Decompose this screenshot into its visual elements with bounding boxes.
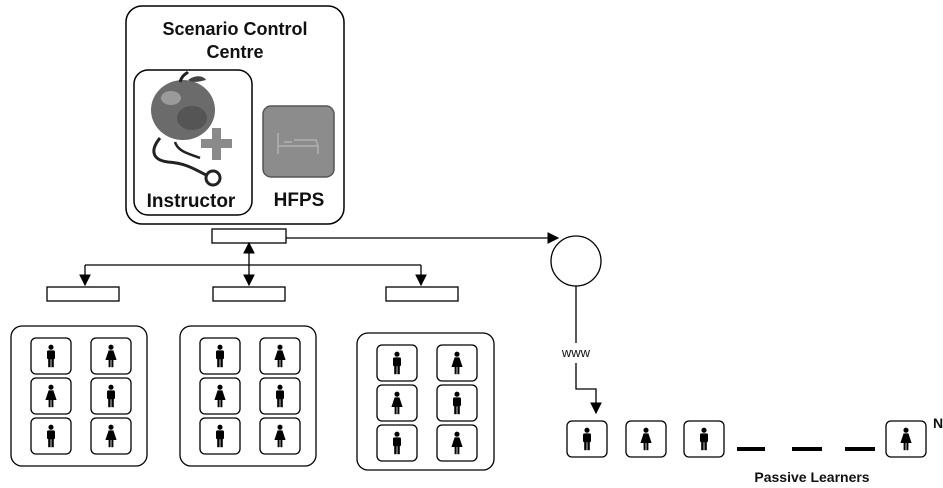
group-2-learner-tile bbox=[259, 417, 301, 455]
group-3-learner-tile bbox=[376, 344, 418, 382]
passive-learner-tile bbox=[683, 420, 725, 458]
group-2-node bbox=[212, 286, 286, 302]
group-2-learner-tile bbox=[259, 337, 301, 375]
passive-learner-tile bbox=[885, 420, 927, 458]
group-2-learner-tile bbox=[199, 377, 241, 415]
group-3-learner-tile bbox=[436, 384, 478, 422]
passive-learners-label: Passive Learners bbox=[754, 469, 869, 485]
control-centre-title: Scenario Control bbox=[162, 19, 307, 39]
www-connector-bottom bbox=[575, 363, 602, 415]
group-1-learner-tile bbox=[30, 337, 72, 375]
group-2-learner-tile bbox=[199, 417, 241, 455]
hfps-bed-panel bbox=[262, 105, 335, 178]
passive-learner-tile bbox=[566, 420, 608, 458]
learner-group-2 bbox=[179, 325, 317, 467]
passive-learner-tile bbox=[625, 420, 667, 458]
internet-node bbox=[550, 235, 602, 287]
group-2-learner-tile bbox=[199, 337, 241, 375]
group-3-learner-tile bbox=[376, 384, 418, 422]
bed-icon bbox=[277, 133, 319, 154]
group-2-learner-tile bbox=[259, 377, 301, 415]
apple-stethoscope-icon bbox=[151, 70, 232, 187]
group-1-learner-tile bbox=[30, 417, 72, 455]
learner-groups bbox=[10, 325, 495, 471]
group-1-learner-tile bbox=[90, 377, 132, 415]
group-3-learner-tile bbox=[376, 424, 418, 462]
control-centre-title-line2: Centre bbox=[206, 42, 263, 62]
group-distribution-lines bbox=[79, 241, 427, 287]
learner-group-1 bbox=[10, 325, 148, 467]
group-1-node bbox=[46, 286, 120, 302]
truncated-label: N bbox=[933, 415, 943, 431]
hfps-simulator bbox=[262, 105, 335, 178]
group-1-learner-tile bbox=[30, 377, 72, 415]
group-1-learner-tile bbox=[90, 417, 132, 455]
group-3-learner-tile bbox=[436, 424, 478, 462]
instructor-label: Instructor bbox=[147, 191, 236, 212]
group-1-learner-tile bbox=[90, 337, 132, 375]
passive-learners bbox=[566, 420, 927, 458]
hub-node bbox=[211, 228, 287, 244]
group-3-node bbox=[385, 286, 459, 302]
group-3-learner-tile bbox=[436, 344, 478, 382]
hfps-label: HFPS bbox=[274, 190, 325, 211]
learner-group-3 bbox=[356, 332, 495, 471]
scenario-control-centre: Scenario Control Centre Instructor bbox=[125, 5, 345, 225]
www-label: www bbox=[561, 345, 591, 360]
